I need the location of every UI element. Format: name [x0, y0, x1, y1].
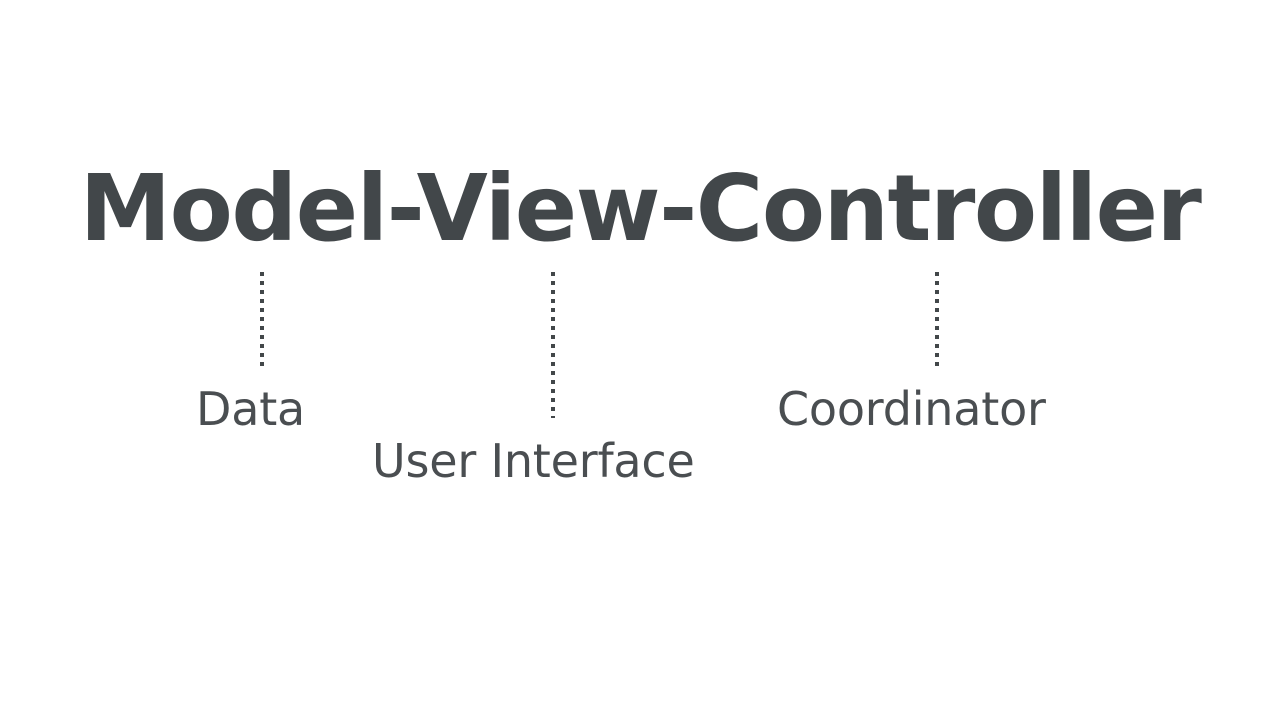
connector-line-controller: [935, 272, 939, 366]
label-model-data: Data: [196, 382, 306, 436]
page-title: Model-View-Controller: [79, 155, 1202, 262]
label-view-user-interface: User Interface: [372, 434, 695, 488]
connector-line-model: [260, 272, 264, 366]
label-controller-coordinator: Coordinator: [777, 382, 1046, 436]
connector-line-view: [551, 272, 555, 418]
